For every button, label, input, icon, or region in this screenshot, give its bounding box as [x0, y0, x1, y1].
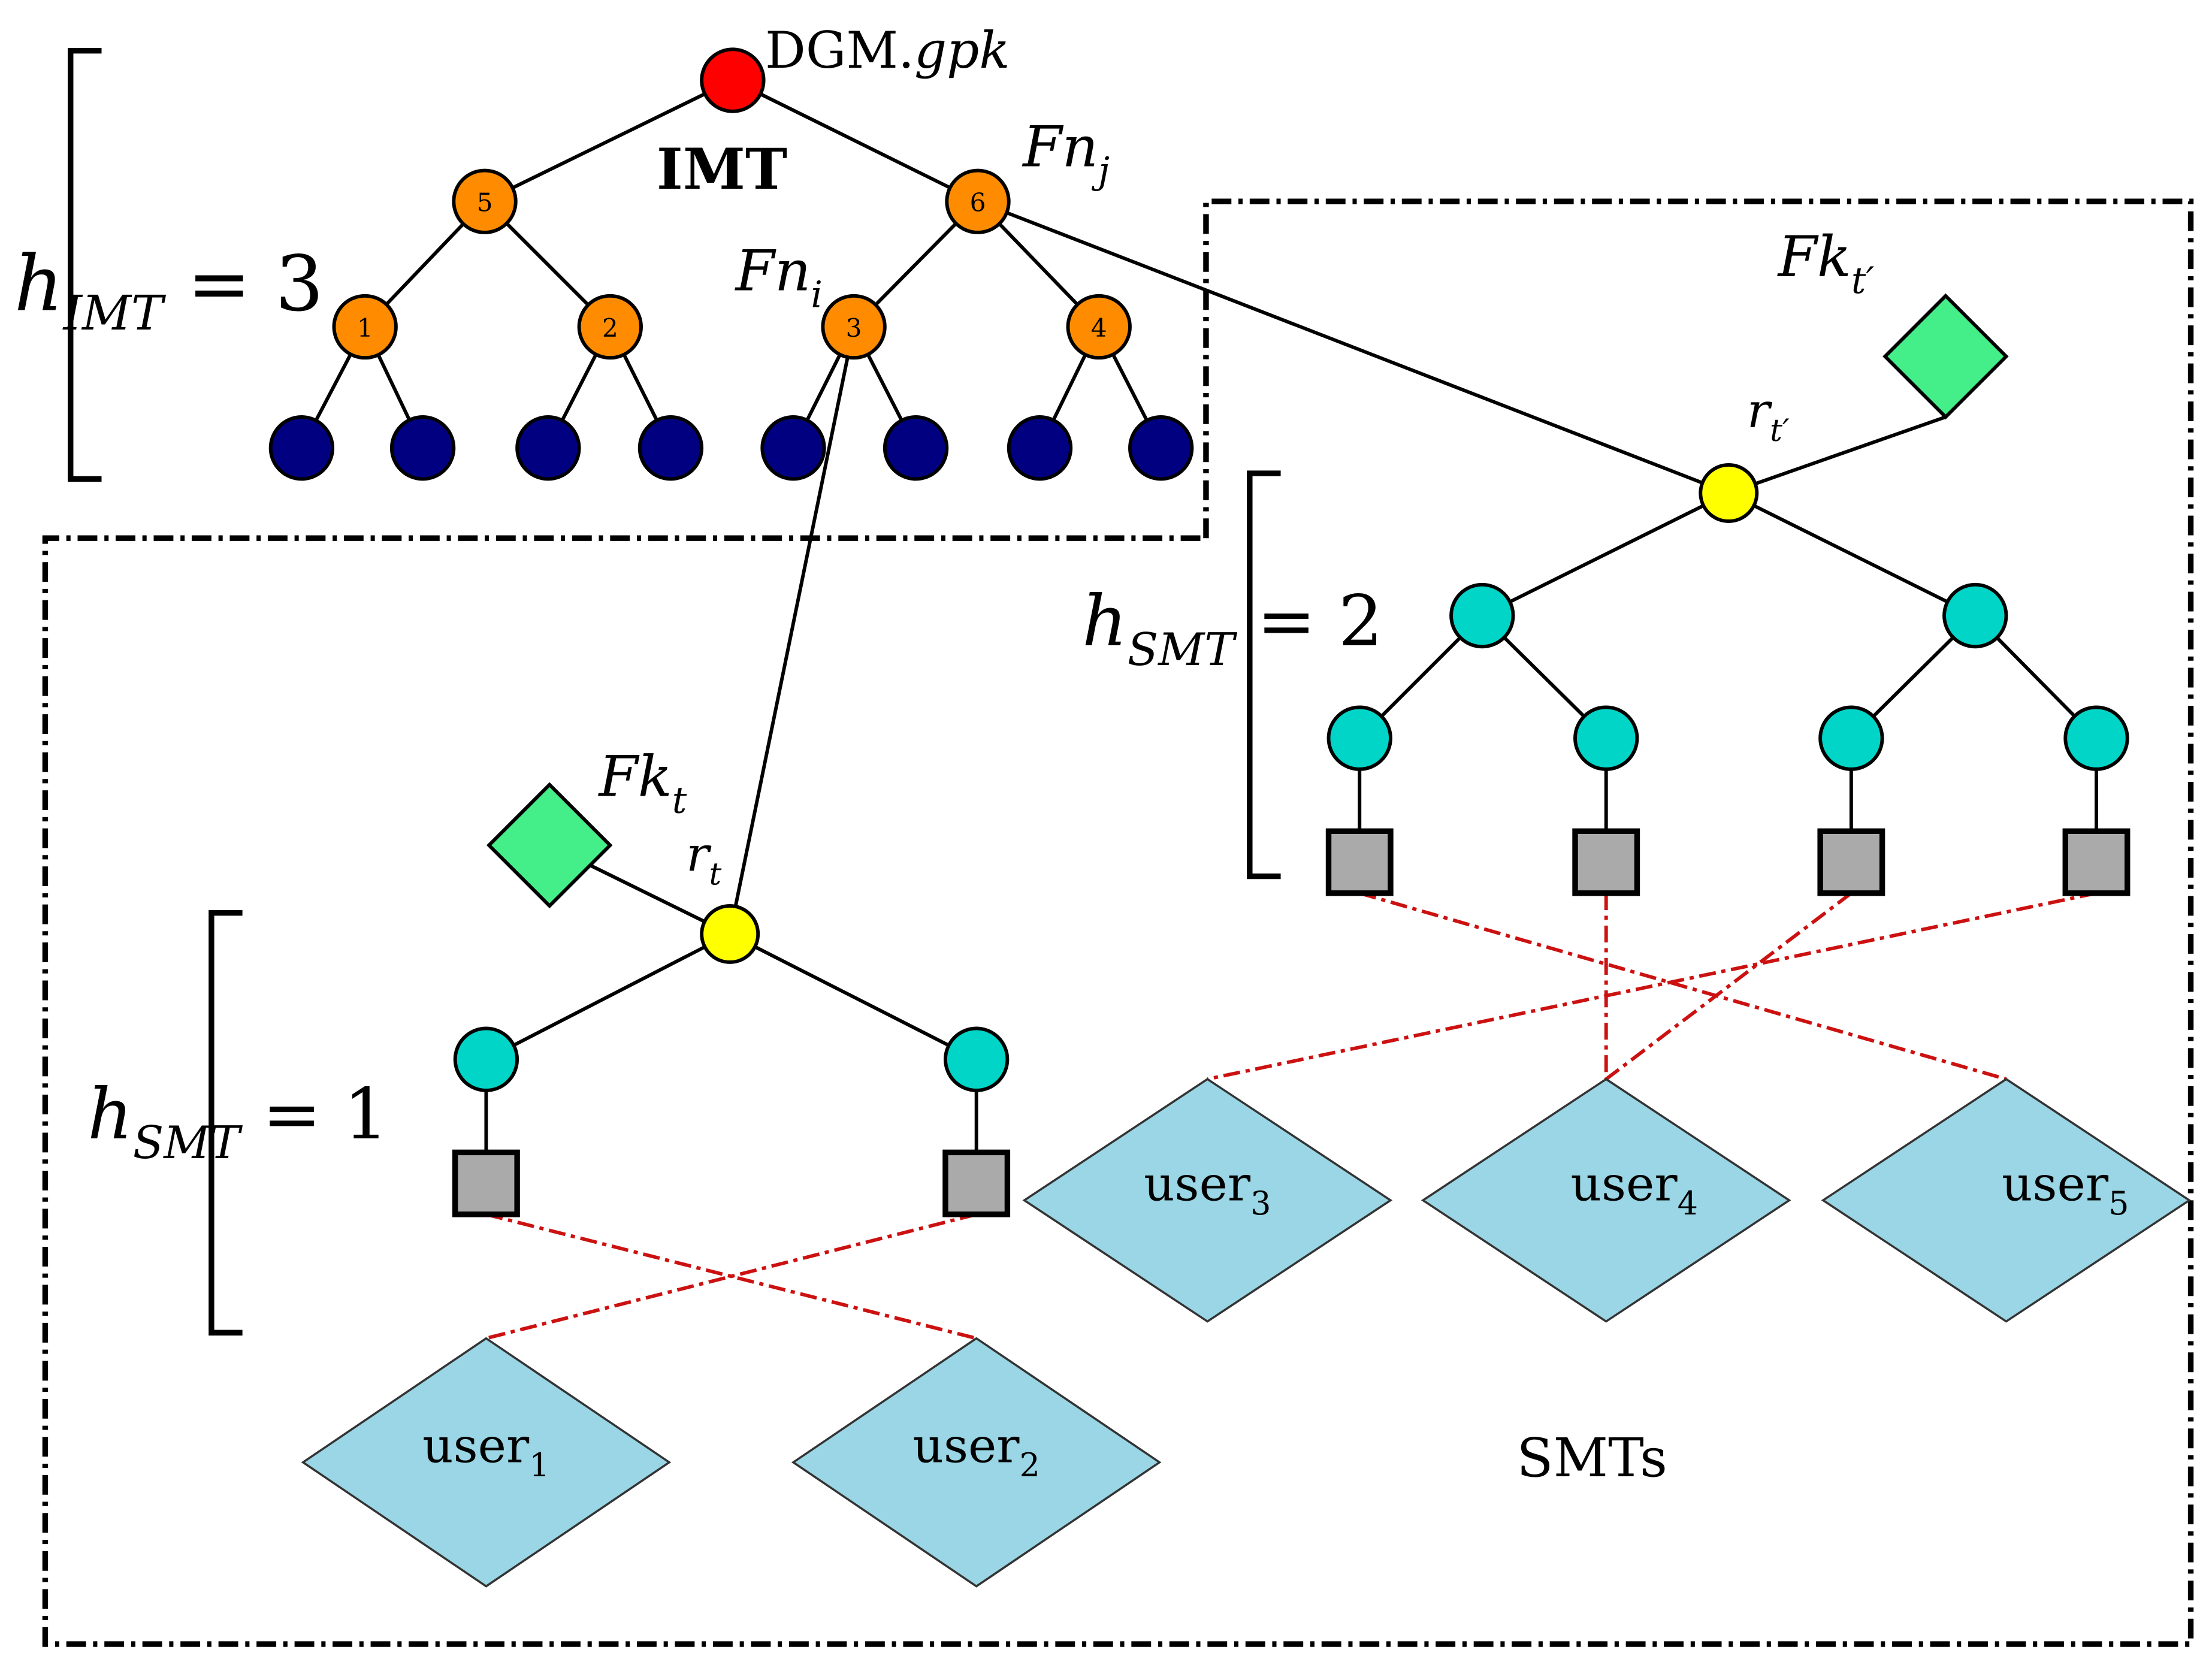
svg-text:3: 3: [846, 313, 862, 343]
user-assignment-lines: [485, 891, 2097, 1340]
imt-internal-node: 2: [577, 294, 643, 360]
smt-right-root-node: [1699, 463, 1759, 523]
smt-left-nodes: [452, 782, 1011, 1217]
fk-t-diamond: [486, 782, 613, 909]
fk-t-label: Fkt: [598, 745, 687, 822]
imt-leaf-node: [389, 415, 456, 481]
imt-leaf-node: [637, 415, 704, 481]
svg-text:4: 4: [1091, 313, 1107, 343]
smt-internal-node: [1573, 705, 1639, 771]
smt-internal-node: [2063, 705, 2129, 771]
smt-leaf-node: [1817, 828, 1885, 896]
imt-internal-node: 4: [1066, 294, 1132, 360]
imt-root-label: DGM.gpk: [765, 20, 1010, 80]
smt-left-root-node: [700, 904, 760, 964]
smt-leaf-node: [1572, 828, 1640, 896]
smt-internal-node: [453, 1026, 519, 1092]
fk-t-prime-diamond: [1882, 293, 2009, 420]
imt-internal-node: 3: [821, 294, 887, 360]
svg-text:1: 1: [357, 313, 373, 343]
imt-internal-node: 5: [452, 168, 518, 234]
smt-internal-node: [1449, 582, 1515, 649]
imt-leaf-node: [883, 415, 949, 481]
assign-line: [1359, 891, 2007, 1081]
assign-line: [1207, 891, 2097, 1081]
svg-text:6: 6: [970, 188, 986, 217]
assign-line: [485, 1213, 977, 1340]
smt-leaf-node: [452, 1149, 520, 1217]
user-3-diamond: user3: [1022, 1078, 1393, 1323]
smt-right-height-bracket: [1247, 470, 1281, 880]
smt-right-nodes: [1325, 293, 2131, 896]
smt-internal-node: [1326, 705, 1392, 771]
imt-height-label: hIMT = 3: [14, 239, 324, 341]
imt-leaf-node: [515, 415, 581, 481]
smt-left-height-bracket: [208, 909, 243, 1336]
r-t-prime-label: rt′: [1747, 382, 1790, 449]
imt-height-bracket: [68, 47, 102, 482]
imt-internal-node: 1: [332, 294, 398, 360]
imt-leaf-node: [1128, 415, 1194, 481]
smt-internal-node: [944, 1026, 1010, 1092]
svg-text:user2: user2: [912, 1418, 1039, 1485]
imt-region-border: [42, 198, 2194, 1647]
fn-j-to-smt-right-root: [977, 200, 1730, 495]
smt-internal-node: [1818, 705, 1884, 771]
smt-right-height-label: hSMT = 2: [1082, 580, 1383, 676]
smt-left-height-label: hSMT = 1: [87, 1073, 389, 1169]
fk-t-prime-label: Fkt′: [1777, 225, 1875, 302]
user-5-diamond: user5: [1821, 1078, 2192, 1323]
smt-leaf-node: [2062, 828, 2131, 896]
fn-i-to-smt-left-root: [728, 326, 856, 935]
fn-j-label: Fnj: [1022, 114, 1110, 192]
imt-leaf-node: [760, 415, 826, 481]
fn-i-label: Fni: [735, 238, 823, 316]
user-2-diamond: user2: [791, 1337, 1162, 1588]
imt-leaf-node: [268, 415, 335, 481]
height-brackets: [68, 47, 1281, 1336]
svg-text:5: 5: [477, 188, 493, 217]
smt-leaf-node: [1325, 828, 1394, 896]
smt-internal-node: [1942, 582, 2008, 649]
region-boxes: [42, 198, 2194, 1647]
imt-title: IMT: [657, 137, 787, 203]
user-4-diamond: user4: [1421, 1078, 1791, 1323]
svg-text:user5: user5: [2002, 1156, 2129, 1222]
assign-line: [1604, 892, 1853, 1081]
svg-text:2: 2: [602, 313, 618, 343]
imt-nodes: 5 6 1 2 3 4: [268, 47, 1194, 481]
imt-internal-node: 6: [945, 168, 1011, 234]
svg-text:user3: user3: [1144, 1156, 1271, 1222]
svg-text:user4: user4: [1571, 1156, 1698, 1222]
smts-label: SMTs: [1516, 1427, 1667, 1489]
imt-root-node: [700, 47, 766, 113]
svg-text:user1: user1: [422, 1418, 549, 1485]
imt-leaf-node: [1007, 415, 1073, 481]
user-1-diamond: user1: [301, 1337, 672, 1588]
smt-leaf-node: [942, 1149, 1011, 1217]
labels: DGM.gpk IMT Fnj Fni hIMT = 3 Fkt′ rt′ hS…: [14, 20, 1875, 1489]
r-t-label: rt: [686, 826, 721, 893]
user-nodes: user1 user2 user3 user4 user5: [301, 1078, 2192, 1588]
